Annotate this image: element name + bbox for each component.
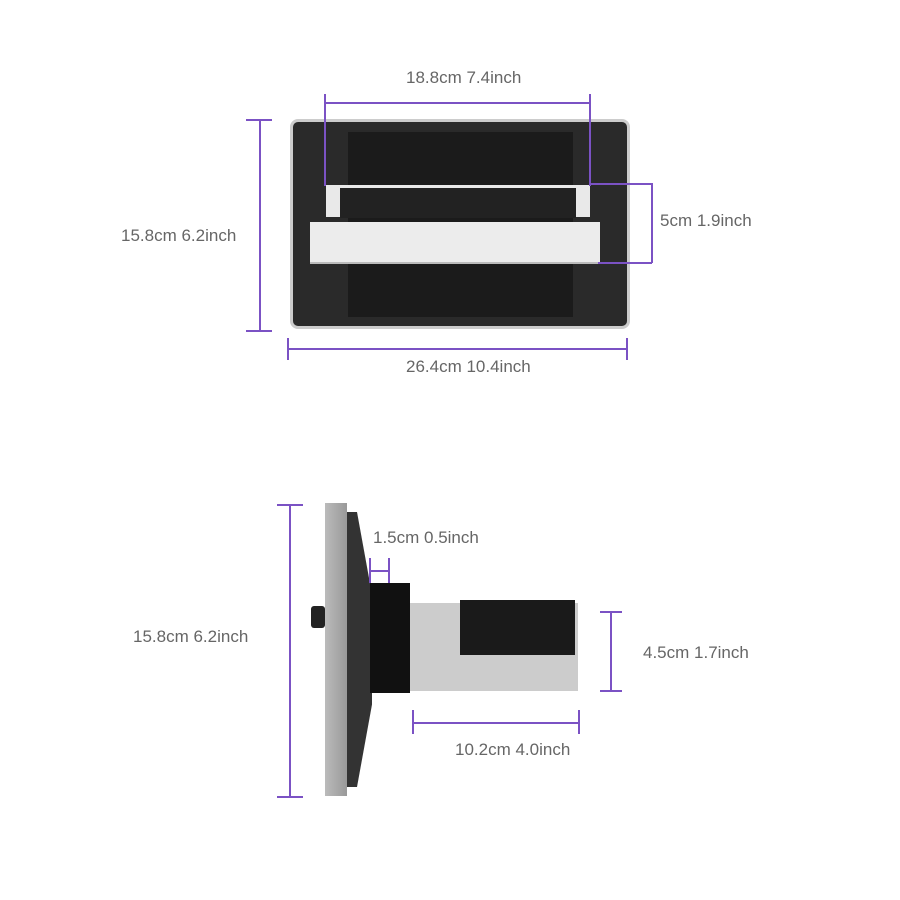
label-side-height: 15.8cm 6.2inch [133, 627, 249, 646]
label-chassis-height: 5cm 1.9inch [660, 211, 752, 230]
dim-line-top-width [324, 102, 590, 104]
dim-line-total-width [288, 348, 628, 350]
dim-line-height [259, 119, 261, 331]
label-gap: 1.5cm 0.5inch [373, 528, 479, 547]
dim-line-side-chassis [610, 611, 612, 691]
knob [311, 606, 325, 628]
chassis-bottom [310, 222, 600, 264]
label-side-chassis-height: 4.5cm 1.7inch [643, 643, 749, 662]
screen-side [325, 503, 347, 796]
dim-line-side-height [289, 504, 291, 797]
dim-line-depth [413, 722, 579, 724]
chassis-black [340, 188, 576, 218]
label-top-width: 18.8cm 7.4inch [406, 68, 522, 87]
label-total-width: 26.4cm 10.4inch [406, 357, 531, 376]
dim-line-chassis [651, 183, 653, 263]
bracket [370, 583, 410, 693]
label-depth: 10.2cm 4.0inch [455, 740, 571, 759]
dim-line-gap [370, 570, 390, 572]
label-height: 15.8cm 6.2inch [121, 226, 237, 245]
heatsink [460, 600, 575, 655]
